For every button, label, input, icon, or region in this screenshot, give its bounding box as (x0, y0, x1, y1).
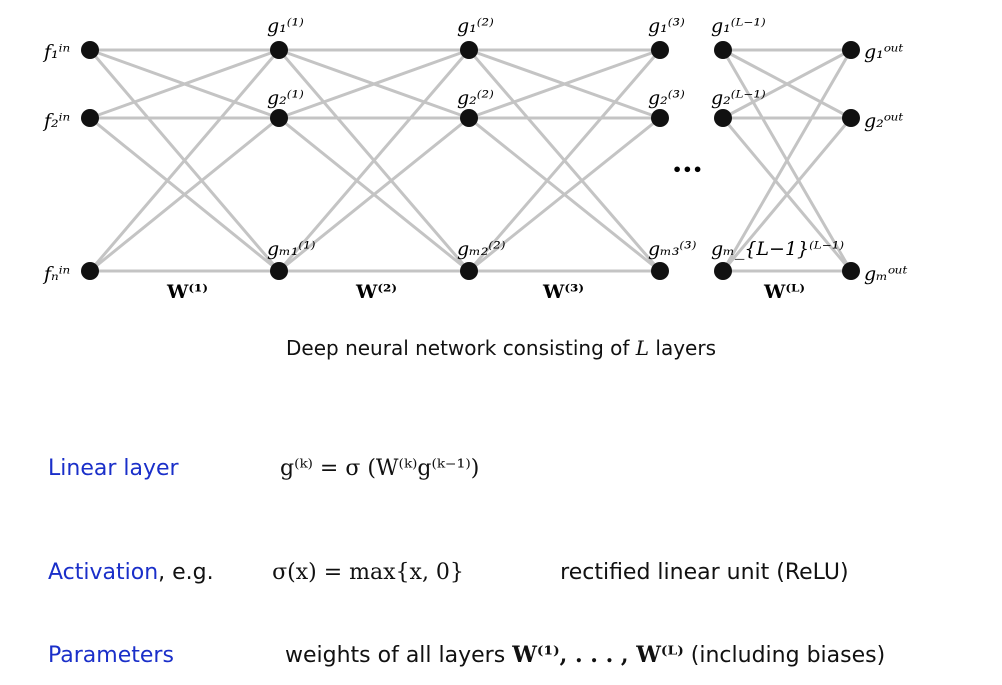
parameters-note: (including biases) (690, 643, 886, 668)
diagram-caption: Deep neural network consisting of L laye… (0, 336, 1002, 360)
layer2-label-1: g₁⁽²⁾ (457, 15, 494, 37)
layerL1-label-1: g₁⁽ᴸ⁻¹⁾ (711, 15, 766, 37)
layer3-label-1: g₁⁽³⁾ (648, 15, 685, 37)
layer2-node-2 (460, 109, 478, 127)
edge-2-2-1 (468, 116, 661, 273)
layerL1-label-m: gₘ_{L−1}⁽ᴸ⁻¹⁾ (711, 238, 844, 260)
network-edges (88, 48, 853, 273)
output-node-1 (842, 41, 860, 59)
caption-text-post: layers (649, 336, 716, 360)
layer1-node-2 (270, 109, 288, 127)
edge-0-1-0 (89, 48, 280, 120)
caption-text-pre: Deep neural network consisting of (286, 336, 636, 360)
activation-note: rectified linear unit (ReLU) (560, 560, 849, 585)
layer3-node-3 (651, 262, 669, 280)
network-nodes (81, 41, 860, 280)
weight-label-2: W⁽²⁾ (355, 281, 397, 303)
layer2-label-m: gₘ₂⁽²⁾ (457, 238, 506, 260)
weight-labels: W⁽¹⁾ W⁽²⁾ W⁽³⁾ W⁽ᴸ⁾ (166, 281, 805, 303)
edge-0-2-0 (88, 49, 281, 272)
layer2-label-2: g₂⁽²⁾ (457, 87, 494, 109)
edge-0-2-1 (89, 116, 280, 273)
layer1-node-1 (270, 41, 288, 59)
output-label-1: g₁ᵒᵘᵗ (864, 41, 904, 63)
edge-1-2-0 (277, 49, 471, 272)
layerL1-node-3 (714, 262, 732, 280)
output-node-3 (842, 262, 860, 280)
layer1-label-1: g₁⁽¹⁾ (267, 15, 304, 37)
input-labels: f₁ⁱⁿ f₂ⁱⁿ fₙⁱⁿ (42, 41, 70, 285)
layer-ellipsis: ••• (672, 160, 703, 179)
linear-layer-row: Linear layer g⁽ᵏ⁾ = σ (W⁽ᵏ⁾g⁽ᵏ⁻¹⁾) (48, 456, 479, 481)
weight-label-L: W⁽ᴸ⁾ (763, 281, 805, 303)
activation-label-suffix: , e.g. (158, 560, 214, 585)
output-labels: g₁ᵒᵘᵗ g₂ᵒᵘᵗ gₘᵒᵘᵗ (864, 41, 908, 285)
input-node-3 (81, 262, 99, 280)
weight-label-1: W⁽¹⁾ (166, 281, 208, 303)
activation-formula: σ(x) = max{x, 0} (272, 560, 464, 585)
edge-3-2-0 (721, 49, 853, 272)
caption-variable: L (635, 336, 650, 360)
layer1-label-m: gₘ₁⁽¹⁾ (267, 238, 316, 260)
neural-network-diagram: f₁ⁱⁿ f₂ⁱⁿ fₙⁱⁿ g₁⁽¹⁾ g₂⁽¹⁾ gₘ₁⁽¹⁾ g₁⁽²⁾ … (42, 15, 908, 303)
edge-3-1-0 (722, 48, 852, 120)
input-label-2: f₂ⁱⁿ (42, 110, 70, 132)
layer3-label-2: g₂⁽³⁾ (648, 87, 685, 109)
linear-layer-label: Linear layer (48, 456, 179, 481)
input-label-n: fₙⁱⁿ (42, 263, 70, 285)
edge-1-1-0 (278, 48, 470, 120)
input-node-1 (81, 41, 99, 59)
activation-row: Activation, e.g. σ(x) = max{x, 0} rectifie… (48, 560, 849, 585)
layerL1-node-1 (714, 41, 732, 59)
layer3-node-1 (651, 41, 669, 59)
layerL1-label-2: g₂⁽ᴸ⁻¹⁾ (711, 87, 766, 109)
activation-label: Activation (48, 560, 159, 585)
hidden-labels: g₁⁽¹⁾ g₂⁽¹⁾ gₘ₁⁽¹⁾ g₁⁽²⁾ g₂⁽²⁾ gₘ₂⁽²⁾ g₁… (267, 15, 844, 260)
layer3-label-m: gₘ₃⁽³⁾ (648, 238, 697, 260)
input-label-1: f₁ⁱⁿ (42, 41, 70, 63)
parameters-label: Parameters (48, 643, 174, 668)
output-node-2 (842, 109, 860, 127)
parameters-formula: W⁽¹⁾, . . . , W⁽ᴸ⁾ (512, 642, 684, 668)
edge-2-2-0 (467, 49, 662, 272)
parameters-row: Parameters weights of all layers W⁽¹⁾, . … (48, 642, 885, 668)
layer1-label-2: g₂⁽¹⁾ (267, 87, 304, 109)
layer2-node-1 (460, 41, 478, 59)
parameters-text: weights of all layers (285, 643, 513, 668)
edge-1-2-1 (278, 116, 470, 273)
edge-3-2-1 (721, 117, 853, 272)
layerL1-node-2 (714, 109, 732, 127)
output-label-m: gₘᵒᵘᵗ (864, 263, 908, 285)
linear-layer-formula: g⁽ᵏ⁾ = σ (W⁽ᵏ⁾g⁽ᵏ⁻¹⁾) (280, 456, 480, 481)
output-label-2: g₂ᵒᵘᵗ (864, 110, 904, 132)
edge-2-1-0 (468, 48, 661, 120)
input-node-2 (81, 109, 99, 127)
layer3-node-2 (651, 109, 669, 127)
weight-label-3: W⁽³⁾ (542, 281, 584, 303)
layer2-node-3 (460, 262, 478, 280)
layer1-node-3 (270, 262, 288, 280)
